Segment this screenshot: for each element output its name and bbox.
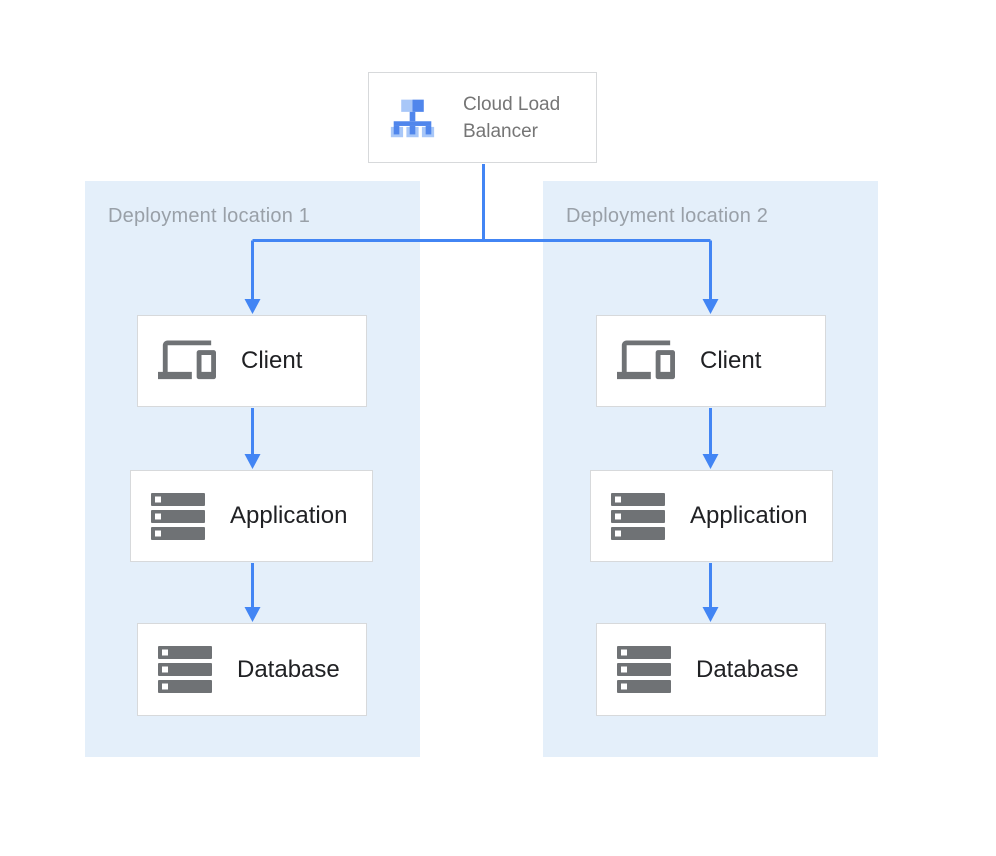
- node-label: Cloud Load Balancer: [463, 93, 561, 142]
- node-client-1: Client: [137, 315, 367, 407]
- panel-label: Deployment location 1: [108, 205, 311, 227]
- server-stack-icon: [611, 492, 665, 540]
- server-stack-icon: [158, 646, 212, 693]
- node-application-2: Application: [590, 470, 833, 562]
- connector-client-to-application-2: [702, 408, 719, 469]
- connector-application-to-database-1: [244, 563, 261, 622]
- panel-label: Deployment location 2: [566, 205, 769, 227]
- connector-application-to-database-2: [702, 563, 719, 622]
- node-label: Application: [230, 502, 348, 529]
- server-stack-icon: [617, 646, 671, 693]
- server-stack-icon: [151, 492, 205, 540]
- node-label: Database: [696, 655, 799, 683]
- devices-icon: [158, 340, 216, 380]
- node-client-2: Client: [596, 315, 826, 407]
- connector-split-to-client-1: [244, 240, 261, 314]
- node-database-2: Database: [596, 623, 826, 716]
- node-application-1: Application: [130, 470, 373, 562]
- node-label: Application: [690, 502, 808, 529]
- devices-icon: [617, 340, 675, 380]
- node-cloud-load-balancer: Cloud Load Balancer: [368, 72, 597, 163]
- node-label: Client: [700, 347, 762, 374]
- node-label: Client: [241, 347, 303, 374]
- node-database-1: Database: [137, 623, 367, 716]
- connector-split-to-client-2: [702, 240, 719, 314]
- load-balancer-icon: [390, 99, 435, 138]
- node-label: Database: [237, 655, 340, 683]
- connector-loadbalancer-split: [252, 164, 711, 242]
- connector-client-to-application-1: [244, 408, 261, 469]
